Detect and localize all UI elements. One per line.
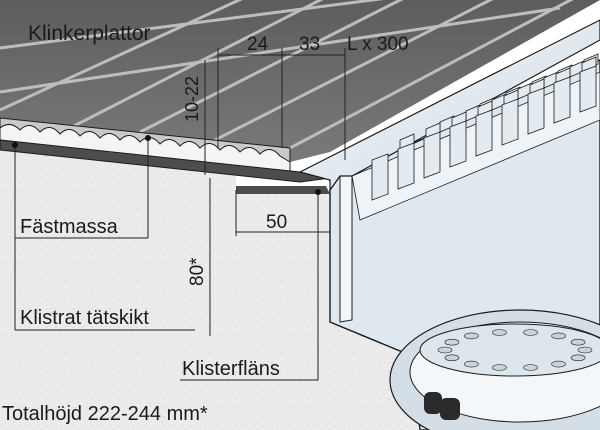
tiles-label: Klinkerplattor <box>28 22 151 45</box>
dimension-33-label: 33 <box>299 34 320 55</box>
outlet-slot <box>570 354 586 362</box>
outlet-slot <box>492 364 507 371</box>
outlet-slot <box>444 338 460 346</box>
grate-slat <box>579 65 597 113</box>
grate-slat <box>423 131 441 179</box>
outlet-slot <box>570 338 586 346</box>
outlet-slot <box>523 364 538 371</box>
drain-outlet <box>389 309 600 430</box>
outlet-slot <box>577 346 593 354</box>
grate-slat <box>501 98 519 146</box>
dimension-length-label: L x 300 <box>347 34 409 55</box>
leader-dots <box>12 135 321 195</box>
tile-thickness-label: 10-22 <box>182 76 202 122</box>
membrane-label: Klistrat tätskikt <box>20 307 149 329</box>
grate-slat <box>553 76 571 124</box>
grate-slat <box>371 153 389 201</box>
dimension-lines <box>14 48 346 381</box>
outlet-slot <box>523 329 538 336</box>
adhesive-layer <box>0 124 291 173</box>
grate-slat <box>449 120 467 168</box>
dimension-50-label: 50 <box>266 212 287 233</box>
dimension-height-label: 80* <box>187 257 208 286</box>
dimension-24-label: 24 <box>247 34 269 55</box>
outlet-slot <box>464 360 479 368</box>
grate-slat <box>397 142 415 190</box>
drain-grate <box>371 53 599 201</box>
grate-slat <box>527 87 545 135</box>
outlet-slot <box>437 346 453 354</box>
outlet-slot <box>444 354 460 362</box>
total-height-label: Totalhöjd 222-244 mm* <box>2 403 208 425</box>
steel-frame <box>298 19 600 192</box>
outlet-slot <box>551 332 566 340</box>
outlet-slot <box>464 332 479 340</box>
adhesive-label: Fästmassa <box>20 216 119 238</box>
outlet-slot <box>492 329 507 336</box>
outlet-slot <box>551 360 566 368</box>
grate-slat <box>475 109 493 157</box>
flange-label: Klisterfläns <box>182 358 280 380</box>
